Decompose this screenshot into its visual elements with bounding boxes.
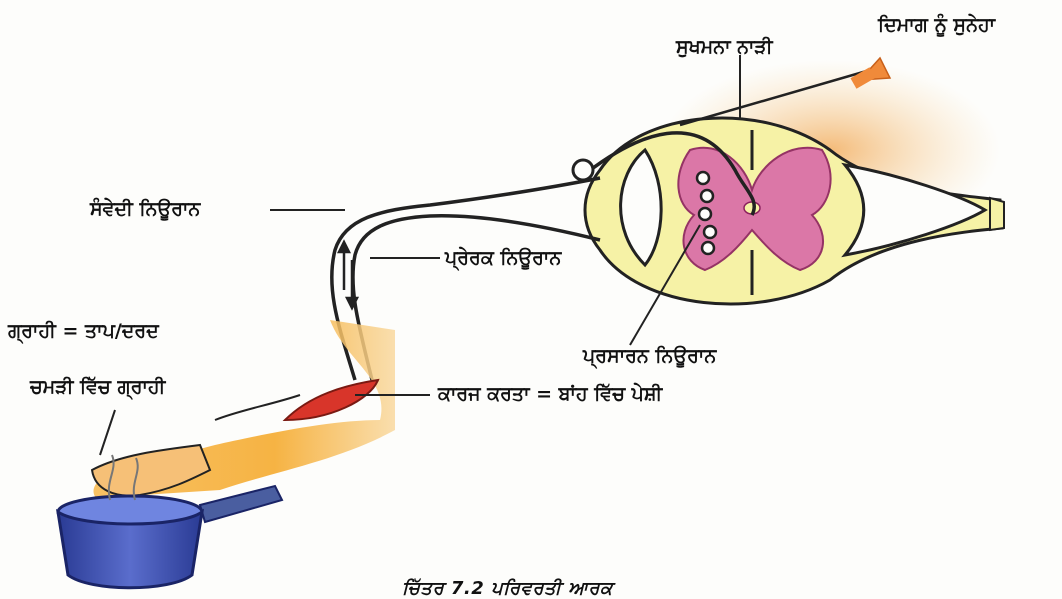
label-effector-muscle: ਕਾਰਜ ਕਰਤਾ = ਬਾਂਹ ਵਿੱਚ ਪੇਸ਼ੀ [438, 383, 662, 405]
label-spinal-cord: ਸੁਖਮਨਾ ਨਾੜੀ [676, 36, 773, 58]
label-receptor-heat-pain: ਗ੍ਰਾਹੀ = ਤਾਪ/ਦਰਦ [8, 320, 159, 342]
figure-caption: ਚਿੱਤਰ 7.2 ਪਰਿਵਰਤੀ ਆਰਕ [402, 578, 613, 599]
label-skin-receptor: ਚਮੜੀ ਵਿੱਚ ਗ੍ਰਾਹੀ [30, 376, 165, 398]
label-relay-neuron: ਪ੍ਰਸਾਰਨ ਨਿਊਰਾਨ [583, 345, 716, 367]
label-brain-message: ਦਿਮਾਗ ਨੂੰ ਸੁਨੇਹਾ [878, 14, 995, 36]
dorsal-root-ganglion [573, 160, 593, 180]
muscle-effector [285, 380, 378, 420]
label-sensory-neuron: ਸੰਵੇਦੀ ਨਿਊਰਾਨ [90, 198, 200, 220]
label-motor-neuron: ਪ੍ਰੇਰਕ ਨਿਊਰਾਨ [445, 247, 561, 269]
